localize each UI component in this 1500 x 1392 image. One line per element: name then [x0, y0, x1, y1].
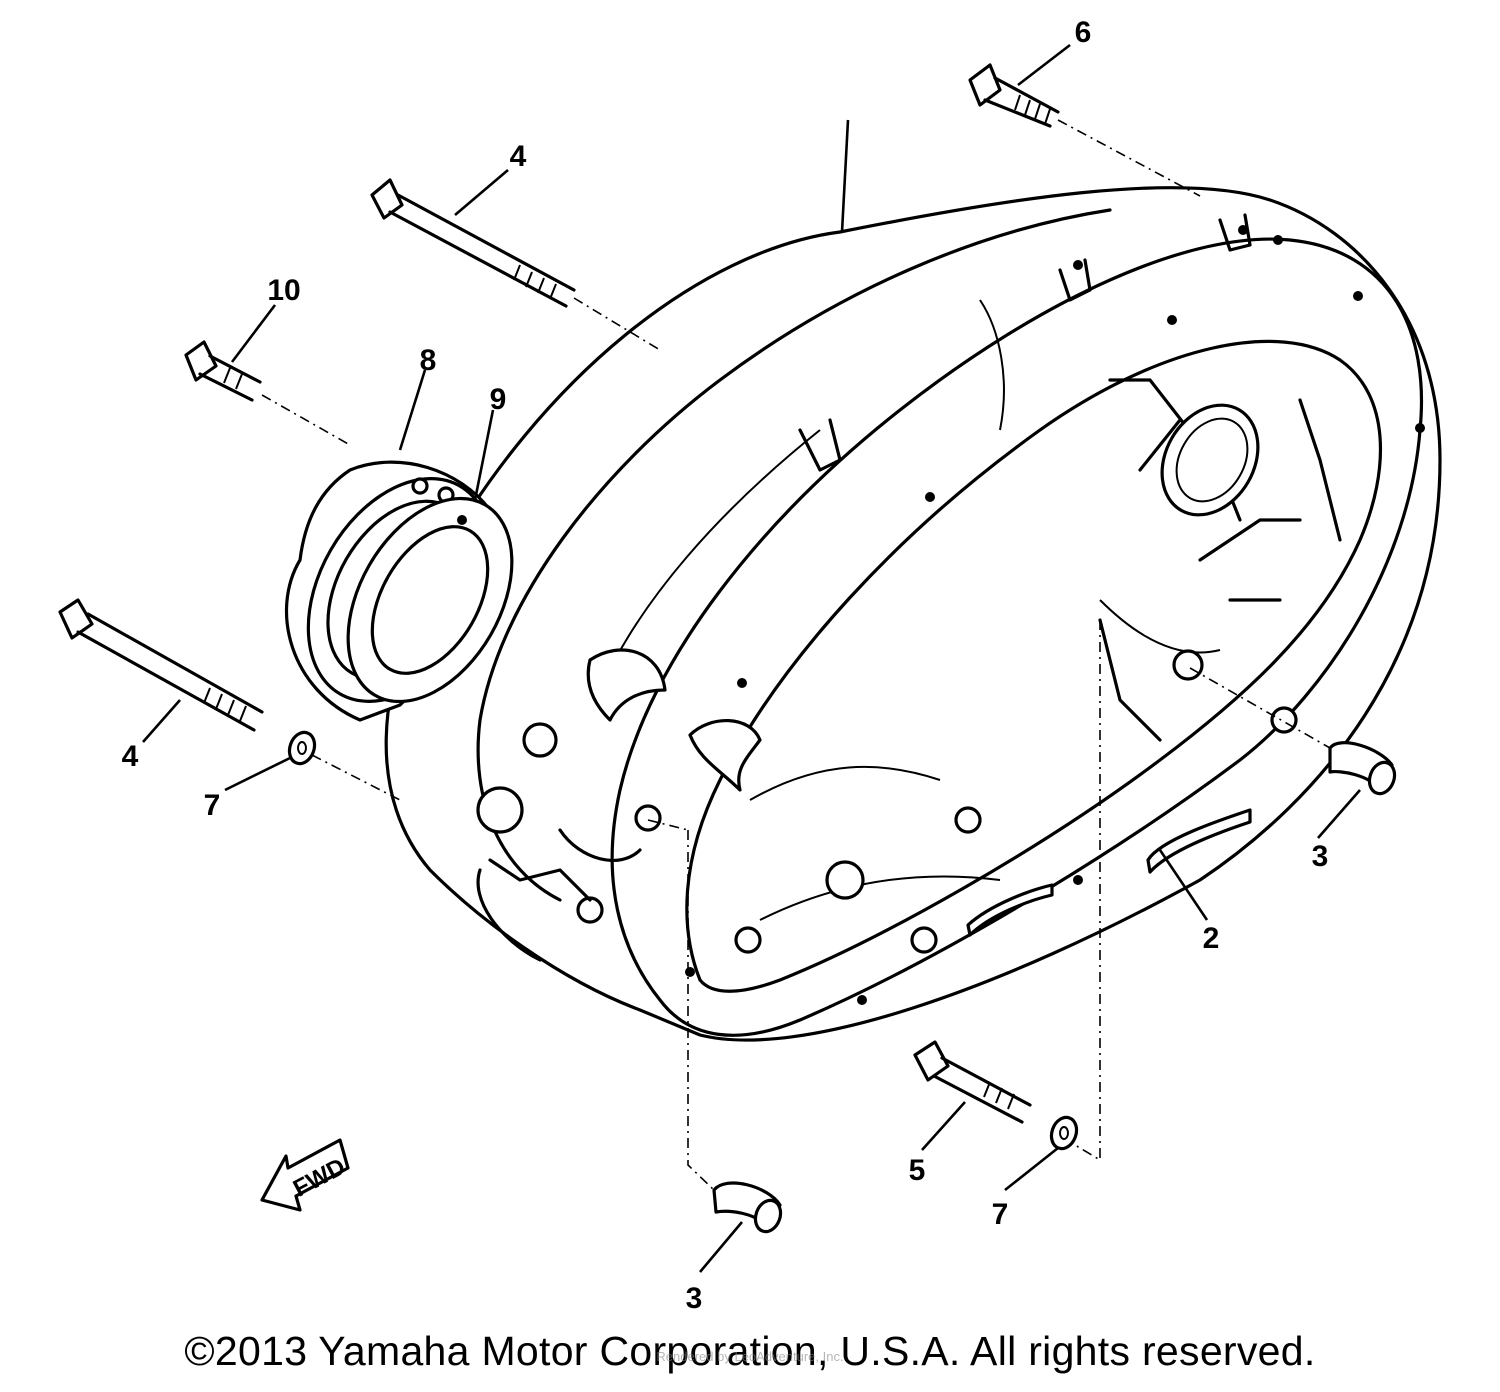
dowel-pin-3-right [1328, 741, 1397, 796]
copyright-notice: ©2013 Yamaha Motor Corporation, U.S.A. A… [184, 1328, 1316, 1374]
dowel-pin-3-bottom [712, 1181, 783, 1234]
bolt-5 [913, 1040, 1032, 1124]
bolt-4-lower [58, 598, 264, 732]
washer-7-right [1049, 1115, 1079, 1151]
bolt-10 [184, 340, 262, 402]
crankcase-cover [384, 186, 1442, 1042]
callout-10: 10 [267, 274, 300, 307]
callout-5: 5 [909, 1154, 926, 1187]
callout-7-left: 7 [204, 789, 221, 822]
callout-3-right: 3 [1312, 840, 1329, 873]
alignment-lines [261, 119, 1331, 1191]
watermark-text: Rendered by LeoAdventure, Inc. [656, 1349, 844, 1364]
bolt-4-upper [370, 178, 576, 308]
callout-3-bottom: 3 [686, 1282, 703, 1315]
callout-4-upper: 4 [510, 140, 527, 173]
fwd-arrow-icon: FWD [260, 1138, 350, 1212]
callout-8: 8 [420, 344, 437, 377]
bolt-6 [968, 63, 1060, 128]
callout-4-lower: 4 [122, 740, 139, 773]
callouts: 6 4 10 8 9 4 7 3 2 3 5 7 [122, 16, 1329, 1315]
callout-7-right: 7 [992, 1198, 1009, 1231]
oil-seal-9 [346, 496, 514, 704]
callout-9: 9 [490, 383, 507, 416]
washer-7-left [287, 730, 317, 766]
callout-2: 2 [1203, 922, 1220, 955]
callout-6: 6 [1075, 16, 1092, 49]
leader-lines [142, 43, 1361, 1273]
